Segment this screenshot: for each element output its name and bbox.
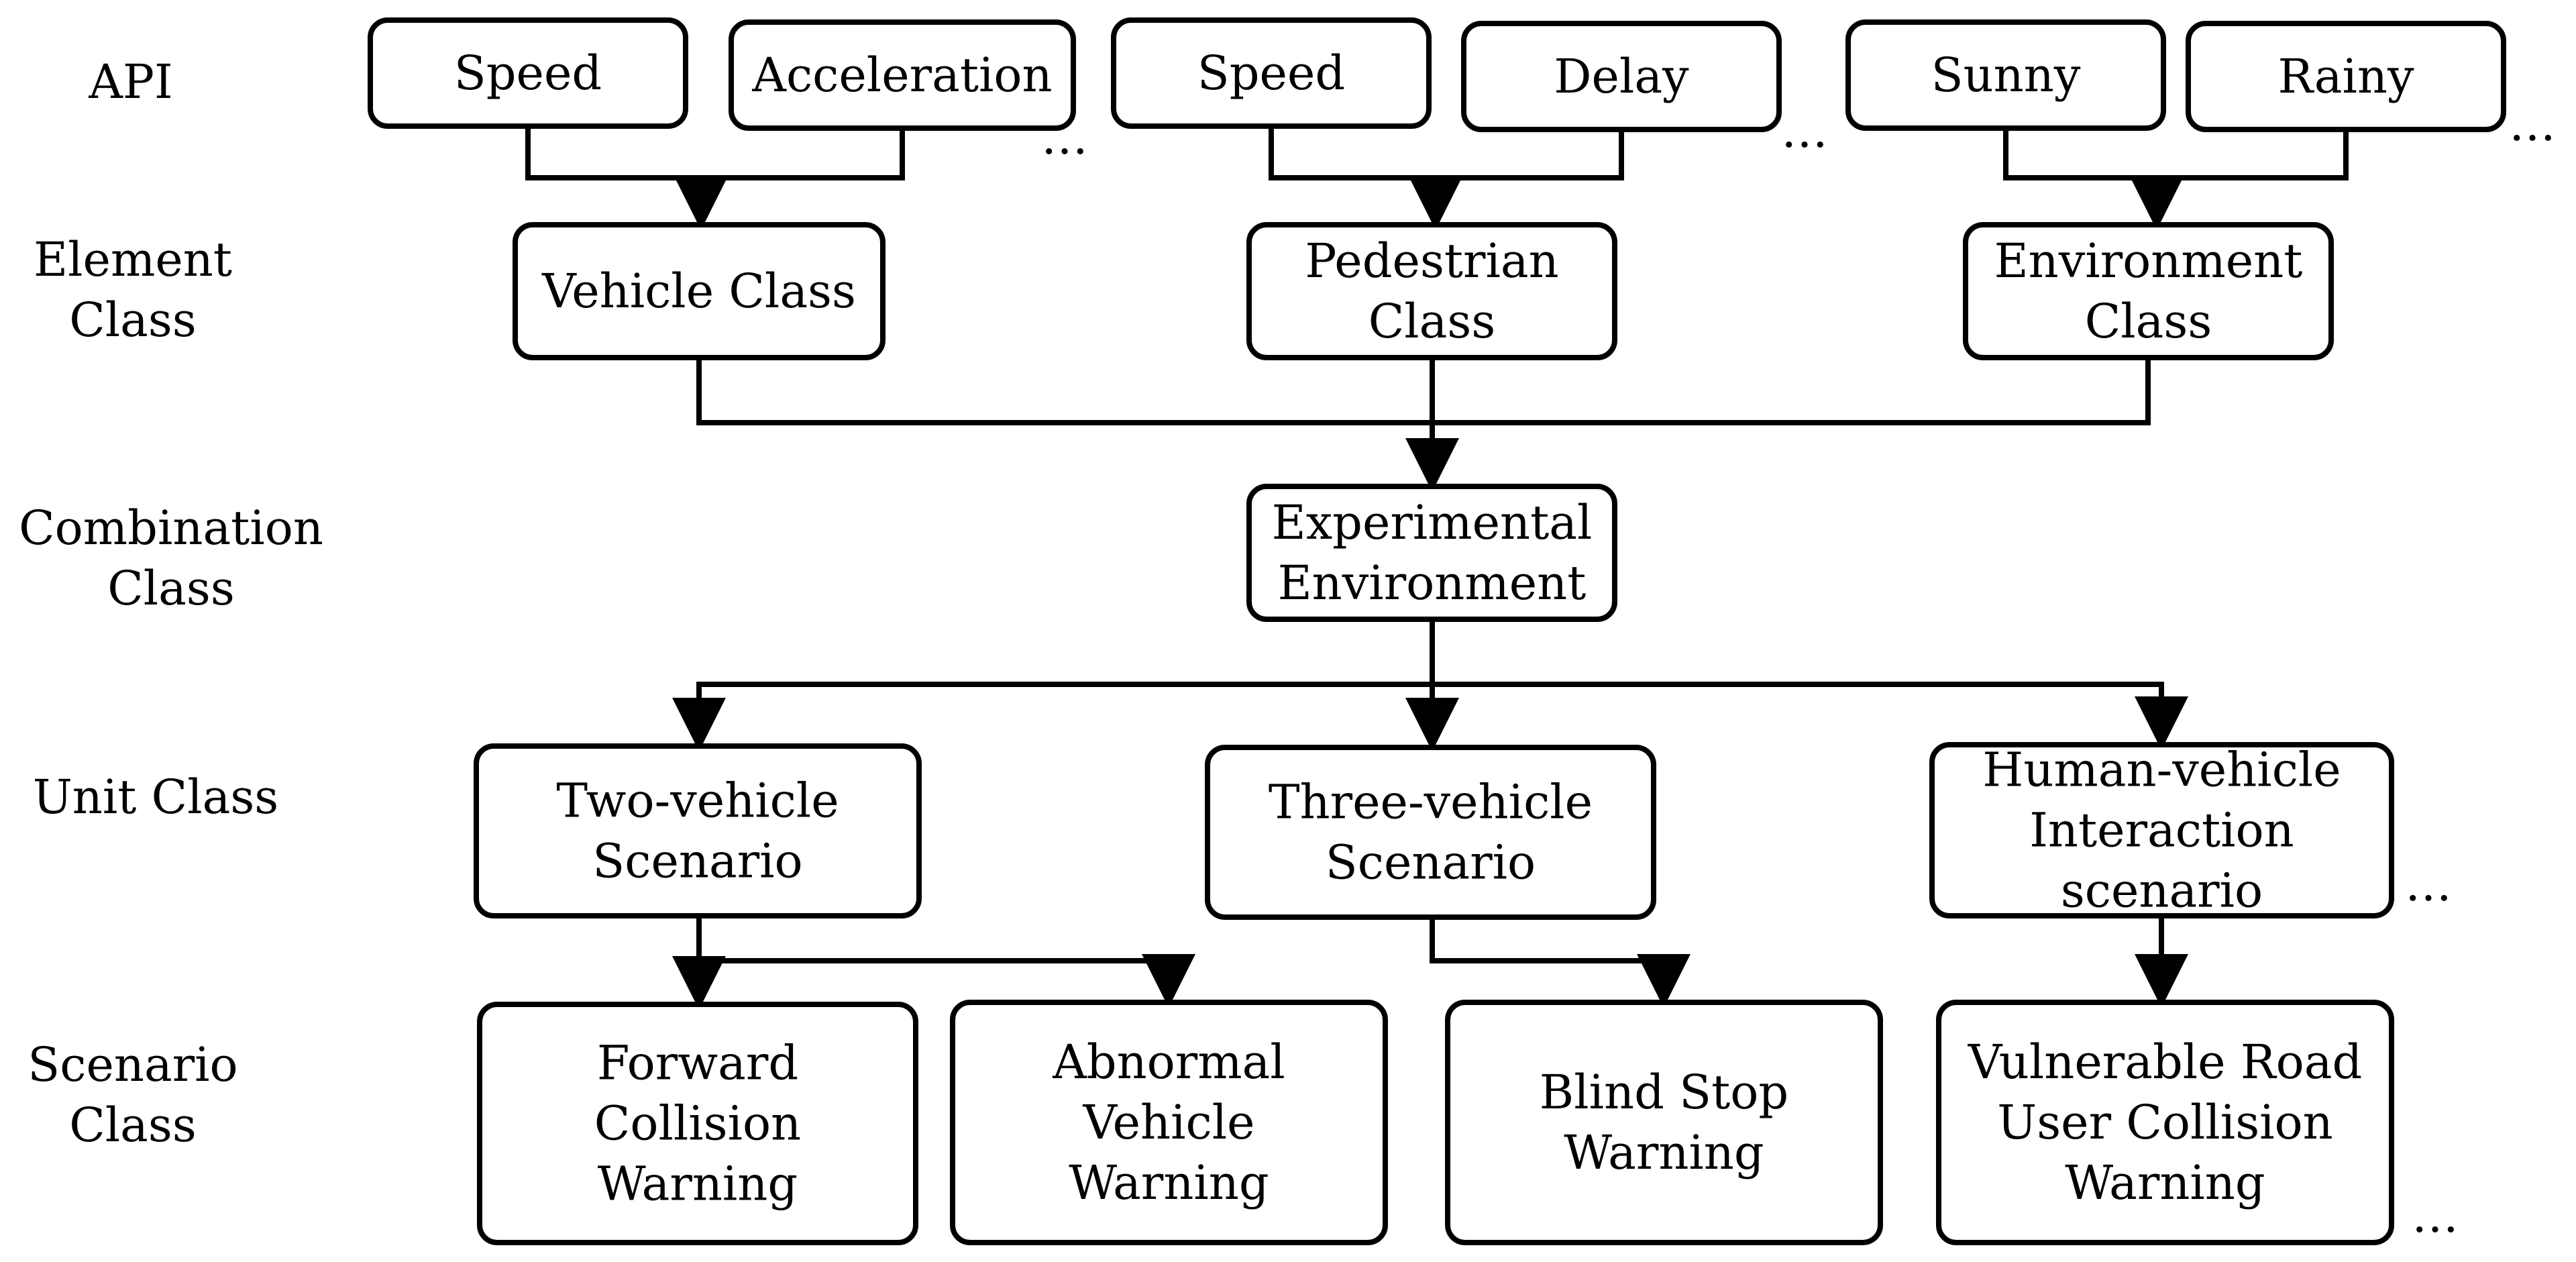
connector-element-bracket xyxy=(696,355,2151,425)
scenario-vulnerable-road-user-label-line-3: Warning xyxy=(2065,1155,2265,1210)
combination-experimental-label-line-1: Experimental xyxy=(1272,495,1593,550)
scenario-abnormal-vehicle-label-line-1: Abnormal xyxy=(1052,1035,1285,1090)
api-delay-label-line-1: Delay xyxy=(1554,49,1689,104)
row-label-combination-line-2: Class xyxy=(107,561,235,616)
row-label-combination-line-1: Combination xyxy=(19,501,323,556)
connector-lines xyxy=(525,123,2349,1010)
unit-human-vehicle-label-line-2: Interaction xyxy=(2029,803,2294,858)
api-rainy-label-line-1: Rainy xyxy=(2277,49,2414,104)
ellipsis-scenario: … xyxy=(2412,1188,2460,1243)
api-vehicle-speed-label-line-1: Speed xyxy=(454,46,602,101)
api-delay-border xyxy=(1461,21,1782,132)
api-acceleration-label-line-1: Acceleration xyxy=(751,48,1052,103)
scenario-blind-stop-label-line-1: Blind Stop xyxy=(1540,1065,1788,1120)
unit-human-vehicle-label-line-1: Human-vehicle xyxy=(1982,743,2341,798)
scenario-vulnerable-road-user-border xyxy=(1936,1000,2394,1245)
api-rainy-border xyxy=(2186,21,2506,132)
api-pedestrian-speed-border xyxy=(1111,17,1432,129)
api-acceleration-box: Acceleration xyxy=(729,19,1076,131)
api-sunny-box: Sunny xyxy=(1845,19,2166,131)
api-sunny-label-line-1: Sunny xyxy=(1931,48,2081,103)
row-label-element-line-1: Element xyxy=(34,232,232,287)
unit-human-vehicle-border xyxy=(1929,742,2394,918)
connector-two-vehicle-to-abnormal-arrow xyxy=(696,954,1195,1008)
api-pedestrian-speed-box: Speed xyxy=(1111,17,1432,129)
api-rainy-box: Rainy xyxy=(2186,21,2506,132)
element-environment-border xyxy=(1963,222,2334,360)
row-label-scenario-line-1: Scenario xyxy=(28,1037,237,1092)
element-vehicle-label-line-1: Vehicle Class xyxy=(541,264,856,319)
scenario-blind-stop-label-line-2: Warning xyxy=(1564,1125,1764,1180)
ellipsis-api-environment: … xyxy=(2509,97,2557,152)
api-vehicle-speed-box: Speed xyxy=(368,17,688,129)
api-acceleration-border xyxy=(729,19,1076,131)
row-label-element-line-2: Class xyxy=(69,293,197,348)
api-sunny-border xyxy=(1845,19,2166,131)
unit-two-vehicle-border xyxy=(474,743,922,918)
unit-three-vehicle-label-line-1: Three-vehicle xyxy=(1269,775,1593,830)
scenario-abnormal-vehicle-border xyxy=(950,1000,1388,1245)
unit-three-vehicle-label-line-2: Scenario xyxy=(1326,835,1536,890)
scenario-abnormal-vehicle-label-line-3: Warning xyxy=(1069,1155,1269,1210)
unit-two-vehicle-label-line-2: Scenario xyxy=(592,834,802,889)
element-environment-label-line-1: Environment xyxy=(1994,233,2303,288)
element-pedestrian-label-line-2: Class xyxy=(1368,294,1496,349)
row-label-api: API xyxy=(88,54,172,109)
ellipsis-markers: … … … … … xyxy=(1041,97,2557,1243)
element-vehicle-box: Vehicle Class xyxy=(513,222,885,360)
diagram-boxes: Speed Acceleration Speed Delay Sunny RainyVeh… xyxy=(368,17,2506,1245)
row-label-api-line-1: API xyxy=(88,54,172,109)
row-label-scenario-line-2: Class xyxy=(69,1098,197,1153)
element-pedestrian-border xyxy=(1246,222,1617,360)
row-label-unit-line-1: Unit Class xyxy=(33,770,278,825)
unit-human-vehicle-label-line-3: scenario xyxy=(2061,863,2263,918)
scenario-blind-stop-border xyxy=(1445,1000,1883,1245)
element-vehicle-border xyxy=(513,222,885,360)
scenario-forward-collision-label-line-1: Forward xyxy=(597,1036,798,1091)
unit-two-vehicle-label-line-1: Two-vehicle xyxy=(556,774,839,829)
scenario-forward-collision-label-line-3: Warning xyxy=(598,1157,798,1212)
element-environment-label-line-2: Class xyxy=(2085,294,2212,349)
scenario-forward-collision-label-line-2: Collision xyxy=(594,1096,801,1151)
ellipsis-unit: … xyxy=(2405,857,2453,912)
api-delay-box: Delay xyxy=(1461,21,1782,132)
api-pedestrian-speed-label-line-1: Speed xyxy=(1197,46,1345,101)
connector-api-pedestrian-bracket xyxy=(1269,123,1624,180)
api-vehicle-speed-border xyxy=(368,17,688,129)
scenario-vulnerable-road-user-label-line-2: User Collision xyxy=(1997,1095,2332,1150)
scenario-vulnerable-road-user-label-line-1: Vulnerable Road xyxy=(1968,1035,2363,1090)
combination-experimental-border xyxy=(1246,484,1617,622)
ellipsis-api-vehicle: … xyxy=(1041,110,1089,165)
connector-api-vehicle-bracket xyxy=(525,123,905,180)
combination-experimental-label-line-2: Environment xyxy=(1278,556,1587,611)
connector-api-environment-bracket xyxy=(2003,125,2349,180)
ellipsis-api-pedestrian: … xyxy=(1781,103,1829,158)
element-pedestrian-label-line-1: Pedestrian xyxy=(1305,233,1558,288)
scenario-forward-collision-border xyxy=(477,1002,918,1245)
unit-three-vehicle-border xyxy=(1205,745,1656,920)
connector-three-vehicle-to-blind-stop-arrow xyxy=(1430,914,1690,1008)
row-label-unit: Unit Class xyxy=(33,770,278,825)
scenario-abnormal-vehicle-label-line-2: Vehicle xyxy=(1082,1095,1254,1150)
